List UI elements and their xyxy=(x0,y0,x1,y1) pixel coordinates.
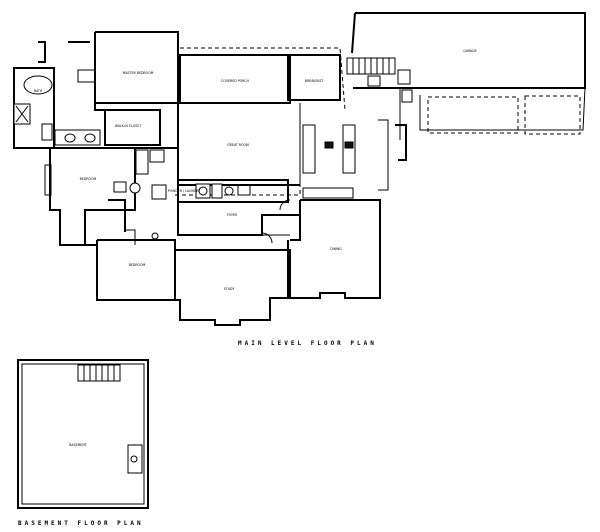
bedroom-left-label: BEDROOM xyxy=(80,177,97,181)
dining-label: DINING xyxy=(330,247,342,251)
dining: DINING xyxy=(287,199,381,299)
basement-caption: BASEMENT FLOOR PLAN xyxy=(18,520,144,527)
breakfast-label: BREAKFAST xyxy=(305,79,323,83)
basement-label: BASEMENT xyxy=(69,443,87,447)
great-room: GREAT ROOM xyxy=(175,103,301,196)
master-suite: MASTER BEDROOM BATH WALK-IN CLOSET xyxy=(13,31,179,149)
covered-porch: COVERED PORCH xyxy=(179,47,346,111)
walkin-closet-label: WALK-IN CLOSET xyxy=(115,124,142,128)
great-room-label: GREAT ROOM xyxy=(227,143,249,147)
foyer-area: POWDER / LAUNDRY FOYER xyxy=(168,179,301,244)
mudroom-stairs xyxy=(346,57,413,161)
study-label: STUDY xyxy=(224,287,235,291)
basement-plan: BASEMENT xyxy=(17,359,149,509)
garage: GARAGE xyxy=(351,12,586,140)
master-bath-label: BATH xyxy=(34,89,43,93)
lower-bedroom: BEDROOM xyxy=(85,239,176,301)
foyer-label: FOYER xyxy=(227,213,238,217)
garage-label: GARAGE xyxy=(463,49,476,53)
study: STUDY xyxy=(175,249,291,326)
main-level-caption: MAIN LEVEL FLOOR PLAN xyxy=(238,340,377,347)
kitchen-area: BREAKFAST xyxy=(287,54,389,199)
hall-bath xyxy=(108,147,179,245)
powder-laundry-label: POWDER / LAUNDRY xyxy=(168,189,201,193)
master-bedroom-label: MASTER BEDROOM xyxy=(123,71,154,75)
covered-porch-label: COVERED PORCH xyxy=(221,79,249,83)
bedroom-lower-label: BEDROOM xyxy=(129,263,146,267)
left-bedroom: BEDROOM xyxy=(44,147,136,246)
